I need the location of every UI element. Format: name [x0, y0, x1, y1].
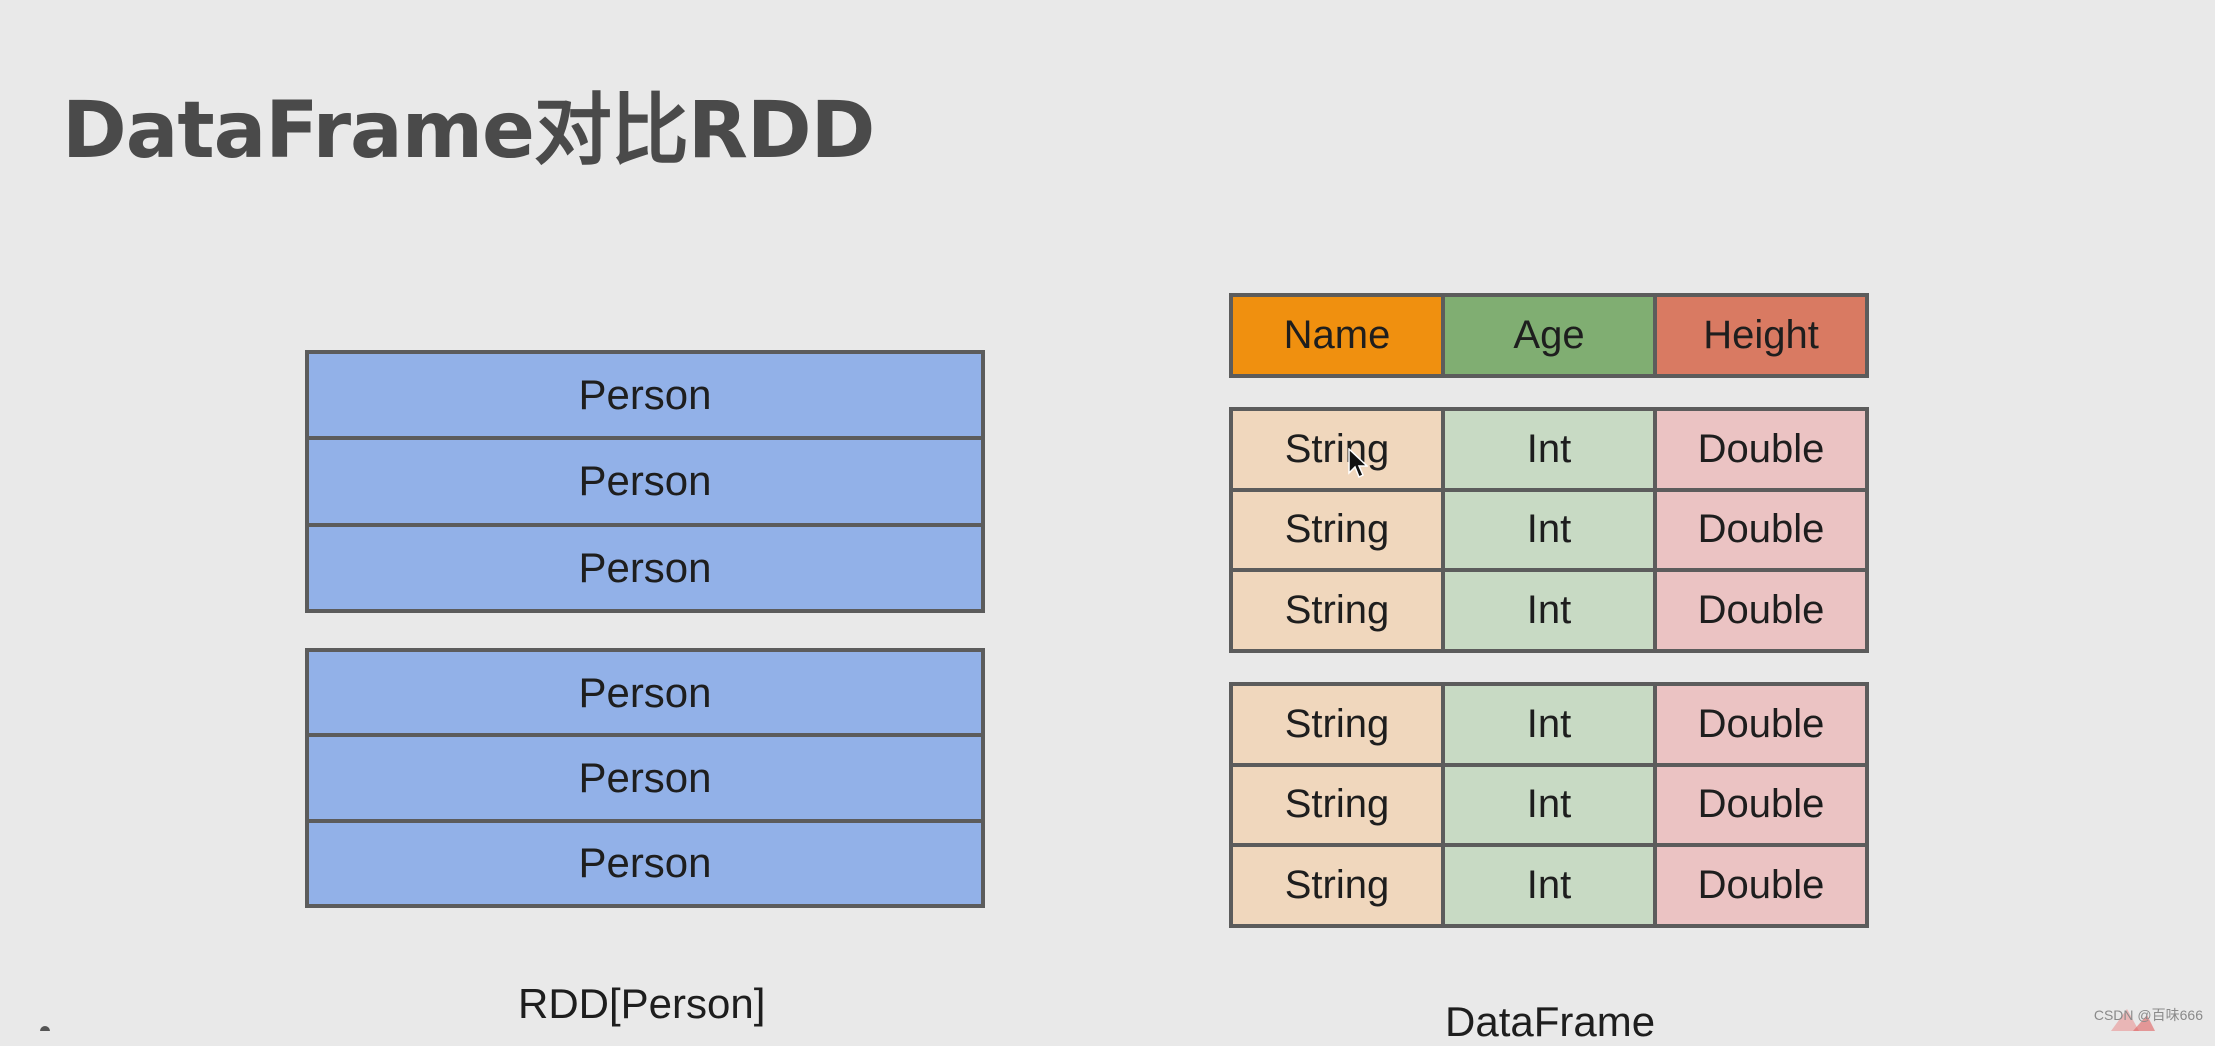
cell-int: Int: [1445, 572, 1653, 649]
cell-double: Double: [1657, 491, 1865, 569]
rdd-partition-1: Person Person Person: [305, 350, 985, 613]
cell-int: Int: [1445, 847, 1653, 924]
rdd-row: Person: [309, 822, 981, 904]
rdd-caption: RDD[Person]: [518, 980, 766, 1027]
cell-string: String: [1233, 686, 1441, 763]
rdd-partition-2: Person Person Person: [305, 648, 985, 908]
cell-string: String: [1233, 847, 1441, 924]
dataframe-schema-header: Name Age Height: [1229, 293, 1869, 378]
cell-int: Int: [1445, 686, 1653, 763]
cell-double: Double: [1657, 686, 1865, 763]
header-age: Age: [1445, 297, 1653, 374]
rdd-row: Person: [309, 440, 981, 523]
cell-string: String: [1233, 766, 1441, 844]
header-height: Height: [1657, 297, 1865, 374]
cell-double: Double: [1657, 766, 1865, 844]
corner-marker: [40, 1026, 50, 1031]
cell-double: Double: [1657, 572, 1865, 649]
dataframe-partition-1: String Int Double String Int Double Stri…: [1229, 407, 1869, 653]
cell-int: Int: [1445, 411, 1653, 488]
mouse-cursor-icon: [1348, 448, 1368, 479]
cell-int: Int: [1445, 766, 1653, 844]
cell-string: String: [1233, 411, 1441, 488]
header-name: Name: [1233, 297, 1441, 374]
dataframe-partition-2: String Int Double String Int Double Stri…: [1229, 682, 1869, 928]
corner-logo-icon: [2111, 1009, 2155, 1031]
cell-int: Int: [1445, 491, 1653, 569]
cell-double: Double: [1657, 847, 1865, 924]
cell-string: String: [1233, 491, 1441, 569]
watermark: CSDN @百味666: [2093, 1007, 2203, 1023]
rdd-row: Person: [309, 737, 981, 819]
slide-title: DataFrame对比RDD: [62, 86, 875, 176]
cell-double: Double: [1657, 411, 1865, 488]
dataframe-caption: DataFrame: [1445, 998, 1656, 1045]
rdd-row: Person: [309, 354, 981, 437]
rdd-row: Person: [309, 652, 981, 734]
rdd-row: Person: [309, 526, 981, 609]
cell-string: String: [1233, 572, 1441, 649]
